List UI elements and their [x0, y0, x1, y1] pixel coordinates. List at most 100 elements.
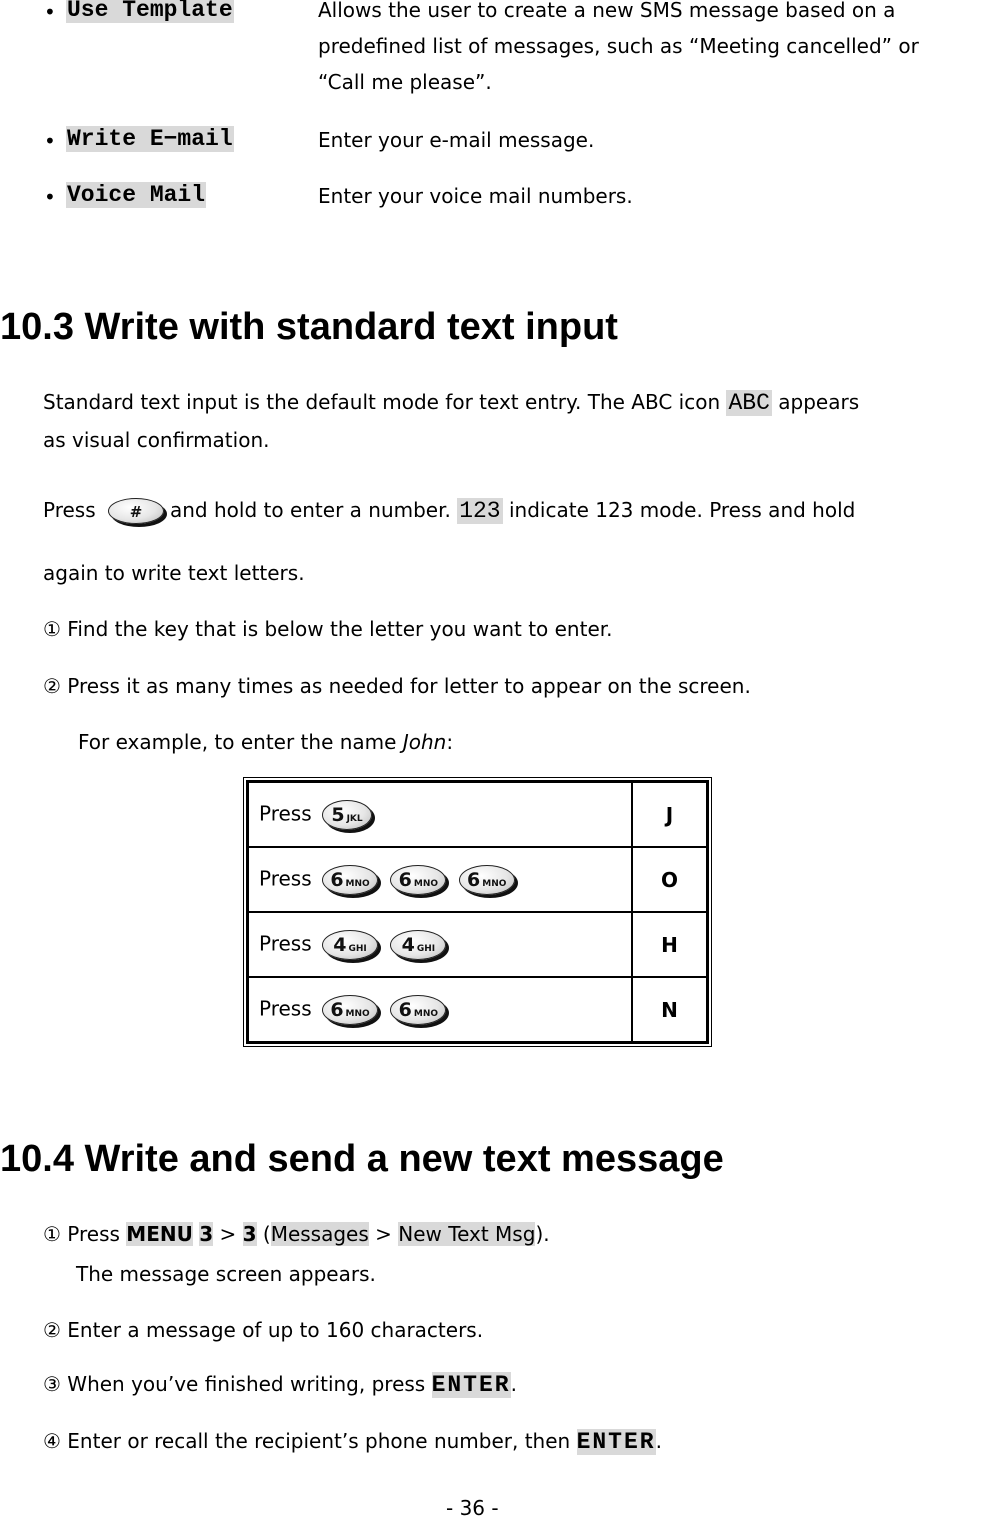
option-label-use-template: Use Template: [66, 0, 234, 23]
separator: >: [219, 1222, 237, 1246]
option-desc-write-email: Enter your e-mail message.: [318, 122, 594, 158]
result-cell: J: [631, 781, 708, 848]
intro-text-end: appears: [778, 390, 860, 414]
page-number: - 36 -: [446, 1496, 499, 1520]
desc-line: Allows the user to create a new SMS mess…: [318, 0, 896, 22]
example-colon: :: [446, 730, 454, 754]
intro-paragraph: Standard text input is the default mode …: [43, 390, 859, 416]
press-text: Press: [259, 866, 312, 890]
step-marker: ②: [43, 1318, 61, 1342]
desc-line: predefined list of messages, such as “Me…: [318, 34, 919, 58]
option-label-voice-mail: Voice Mail: [66, 182, 207, 208]
option-desc-voice-mail: Enter your voice mail numbers.: [318, 178, 633, 214]
separator: >: [375, 1222, 392, 1246]
send-step-1: ① Press MENU 3 > 3 (Messages > New Text …: [43, 1222, 550, 1246]
key-letters: GHI: [348, 943, 367, 954]
key-num: 6: [330, 868, 344, 891]
result-cell: O: [631, 846, 708, 913]
result-cell: H: [631, 911, 708, 978]
send-step-3: ③ When you’ve finished writing, press EN…: [43, 1372, 517, 1398]
key-letters: MNO: [345, 878, 370, 889]
mode-text: indicate 123 mode. Press and hold: [508, 498, 856, 522]
desc-line: Enter your voice mail numbers.: [318, 184, 633, 208]
period: .: [655, 1429, 662, 1453]
key-num: 6: [398, 868, 412, 891]
key-letters: GHI: [416, 943, 436, 954]
step-marker: ②: [43, 674, 61, 698]
hash-key-glyph: #: [129, 503, 143, 521]
option-desc-use-template: Allows the user to create a new SMS mess…: [318, 0, 919, 100]
menu-messages-label: Messages: [270, 1222, 369, 1246]
intro-text: Standard text input is the default mode …: [43, 390, 721, 414]
key-3-label: 3: [242, 1222, 257, 1246]
step-marker: ①: [43, 617, 61, 641]
desc-line: “Call me please”.: [318, 70, 492, 94]
example-text: For example, to enter the name: [78, 730, 397, 754]
key-num: 6: [398, 998, 412, 1021]
example-name: John: [402, 730, 447, 754]
key-num: 6: [467, 868, 481, 891]
123-mode-icon: 123: [457, 498, 503, 524]
intro-paragraph-line2: as visual confirmation.: [43, 428, 270, 452]
paren: ).: [535, 1222, 550, 1246]
step-marker: ④: [43, 1429, 61, 1453]
result-cell: N: [631, 976, 708, 1043]
section-heading-10-3: 10.3 Write with standard text input: [0, 306, 618, 348]
key-letters: MNO: [413, 878, 439, 889]
menu-key-label: MENU: [126, 1222, 193, 1246]
hash-key-paragraph: Press # and hold to enter a number. 123 i…: [43, 498, 855, 530]
send-step-2: ② Enter a message of up to 160 character…: [43, 1318, 483, 1342]
send-step-1-subtext: The message screen appears.: [76, 1262, 376, 1286]
key-letters: MNO: [413, 1008, 439, 1019]
option-label-write-email: Write E−mail: [66, 126, 234, 152]
press-text: Press: [43, 498, 96, 522]
press-text: Press: [259, 996, 312, 1020]
key-3-label: 3: [199, 1222, 214, 1246]
period: .: [510, 1372, 517, 1396]
key-num: 6: [330, 998, 344, 1021]
paren: (: [262, 1222, 271, 1246]
bullet: •: [44, 185, 56, 209]
press-text: Press: [259, 931, 312, 955]
press-text: Press: [259, 801, 312, 825]
again-paragraph: again to write text letters.: [43, 561, 305, 585]
key-letters: JKL: [346, 813, 363, 824]
key-num: 4: [333, 933, 347, 956]
bullet: •: [44, 0, 56, 24]
key-letters: MNO: [482, 878, 507, 889]
hold-text: and hold to enter a number.: [170, 498, 451, 522]
step-2: ② Press it as many times as needed for l…: [43, 674, 751, 698]
step-text: Find the key that is below the letter yo…: [67, 617, 613, 641]
send-step-4: ④ Enter or recall the recipient’s phone …: [43, 1429, 662, 1455]
step-marker: ①: [43, 1222, 61, 1246]
key-letters: MNO: [345, 1008, 370, 1019]
hash-key-icon: #: [108, 498, 164, 524]
example-line: For example, to enter the name John:: [78, 730, 453, 754]
enter-key-label: ENTER: [431, 1372, 511, 1398]
bullet: •: [44, 129, 56, 153]
step-text: Press it as many times as needed for let…: [67, 674, 751, 698]
step-text: Enter a message of up to 160 characters.: [67, 1318, 484, 1342]
step-1: ① Find the key that is below the letter …: [43, 617, 613, 641]
section-heading-10-4: 10.4 Write and send a new text message: [0, 1138, 724, 1180]
enter-key-label: ENTER: [576, 1429, 656, 1455]
abc-mode-icon: ABC: [726, 390, 772, 416]
step-text: Enter or recall the recipient’s phone nu…: [67, 1429, 571, 1453]
desc-line: Enter your e-mail message.: [318, 128, 595, 152]
key-num: 4: [401, 933, 415, 956]
